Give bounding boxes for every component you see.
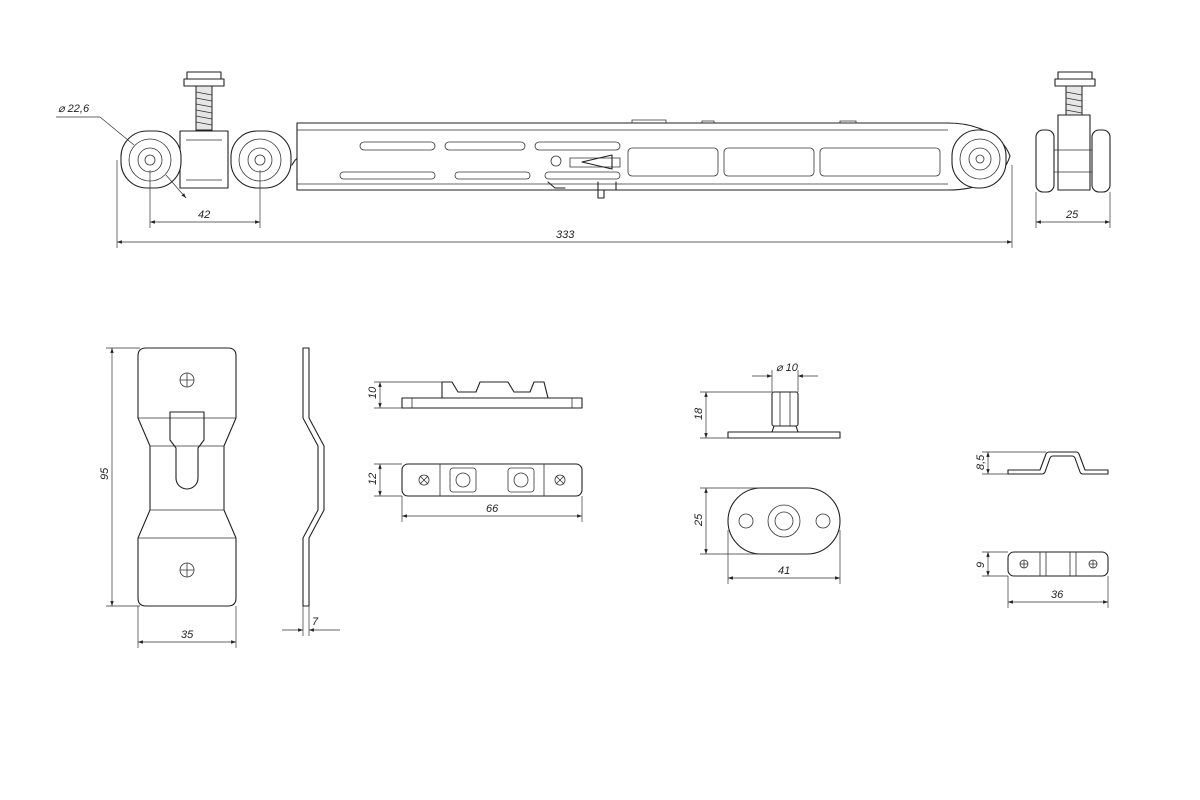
total-length-label: 333	[556, 229, 575, 241]
pin-diameter-label: ⌀ 10	[776, 362, 799, 374]
side-width-label: 25	[1065, 209, 1079, 221]
pin-plate-side	[727, 391, 841, 439]
bracket-dimensions: 95 35	[99, 347, 237, 648]
bracket-height-label: 95	[99, 467, 111, 480]
rail-assembly	[120, 71, 1011, 199]
clip-depth-label: 9	[975, 562, 987, 568]
rail-dimensions: ⌀ 22,6 42 333 25	[56, 103, 1111, 248]
right-wheel	[230, 130, 292, 189]
plate-length-label: 41	[778, 565, 790, 577]
stop-block-top	[401, 463, 583, 497]
bracket-thickness-label: 7	[312, 616, 319, 628]
pin-plate-top	[727, 487, 841, 555]
stop-height-label: 10	[367, 386, 379, 399]
stop-block-side-dimensions: 10	[367, 381, 442, 409]
stop-depth-label: 12	[367, 473, 379, 485]
pin-plate-side-dimensions: ⌀ 10 18	[693, 362, 818, 439]
end-wheel	[951, 129, 1007, 189]
bracket-width-label: 35	[181, 629, 194, 641]
clip-side	[1007, 451, 1109, 475]
stop-length-label: 66	[486, 503, 499, 515]
clip-length-label: 36	[1051, 589, 1064, 601]
clip-height-label: 8,5	[975, 454, 987, 470]
bracket-side-profile: 7	[282, 347, 340, 636]
wheel-diameter-label: ⌀ 22,6	[58, 103, 90, 115]
clip-top	[1007, 551, 1109, 577]
wheel-spacing-label: 42	[198, 209, 210, 221]
pin-height-label: 18	[693, 407, 705, 420]
pin-plate-top-dimensions: 25 41	[693, 487, 841, 584]
clip-side-dimensions: 8,5	[975, 451, 1046, 475]
clip-top-dimensions: 9 36	[975, 551, 1109, 608]
stop-block-side	[401, 381, 583, 409]
carriage-side-view	[1035, 71, 1111, 193]
mounting-bracket	[137, 347, 237, 607]
adjustment-bolt	[183, 71, 225, 131]
rail-profile	[296, 119, 1011, 199]
plate-height-label: 25	[693, 513, 705, 527]
stop-block-top-dimensions: 12 66	[367, 463, 583, 522]
carriage-body	[179, 130, 229, 189]
left-wheel	[120, 130, 182, 189]
